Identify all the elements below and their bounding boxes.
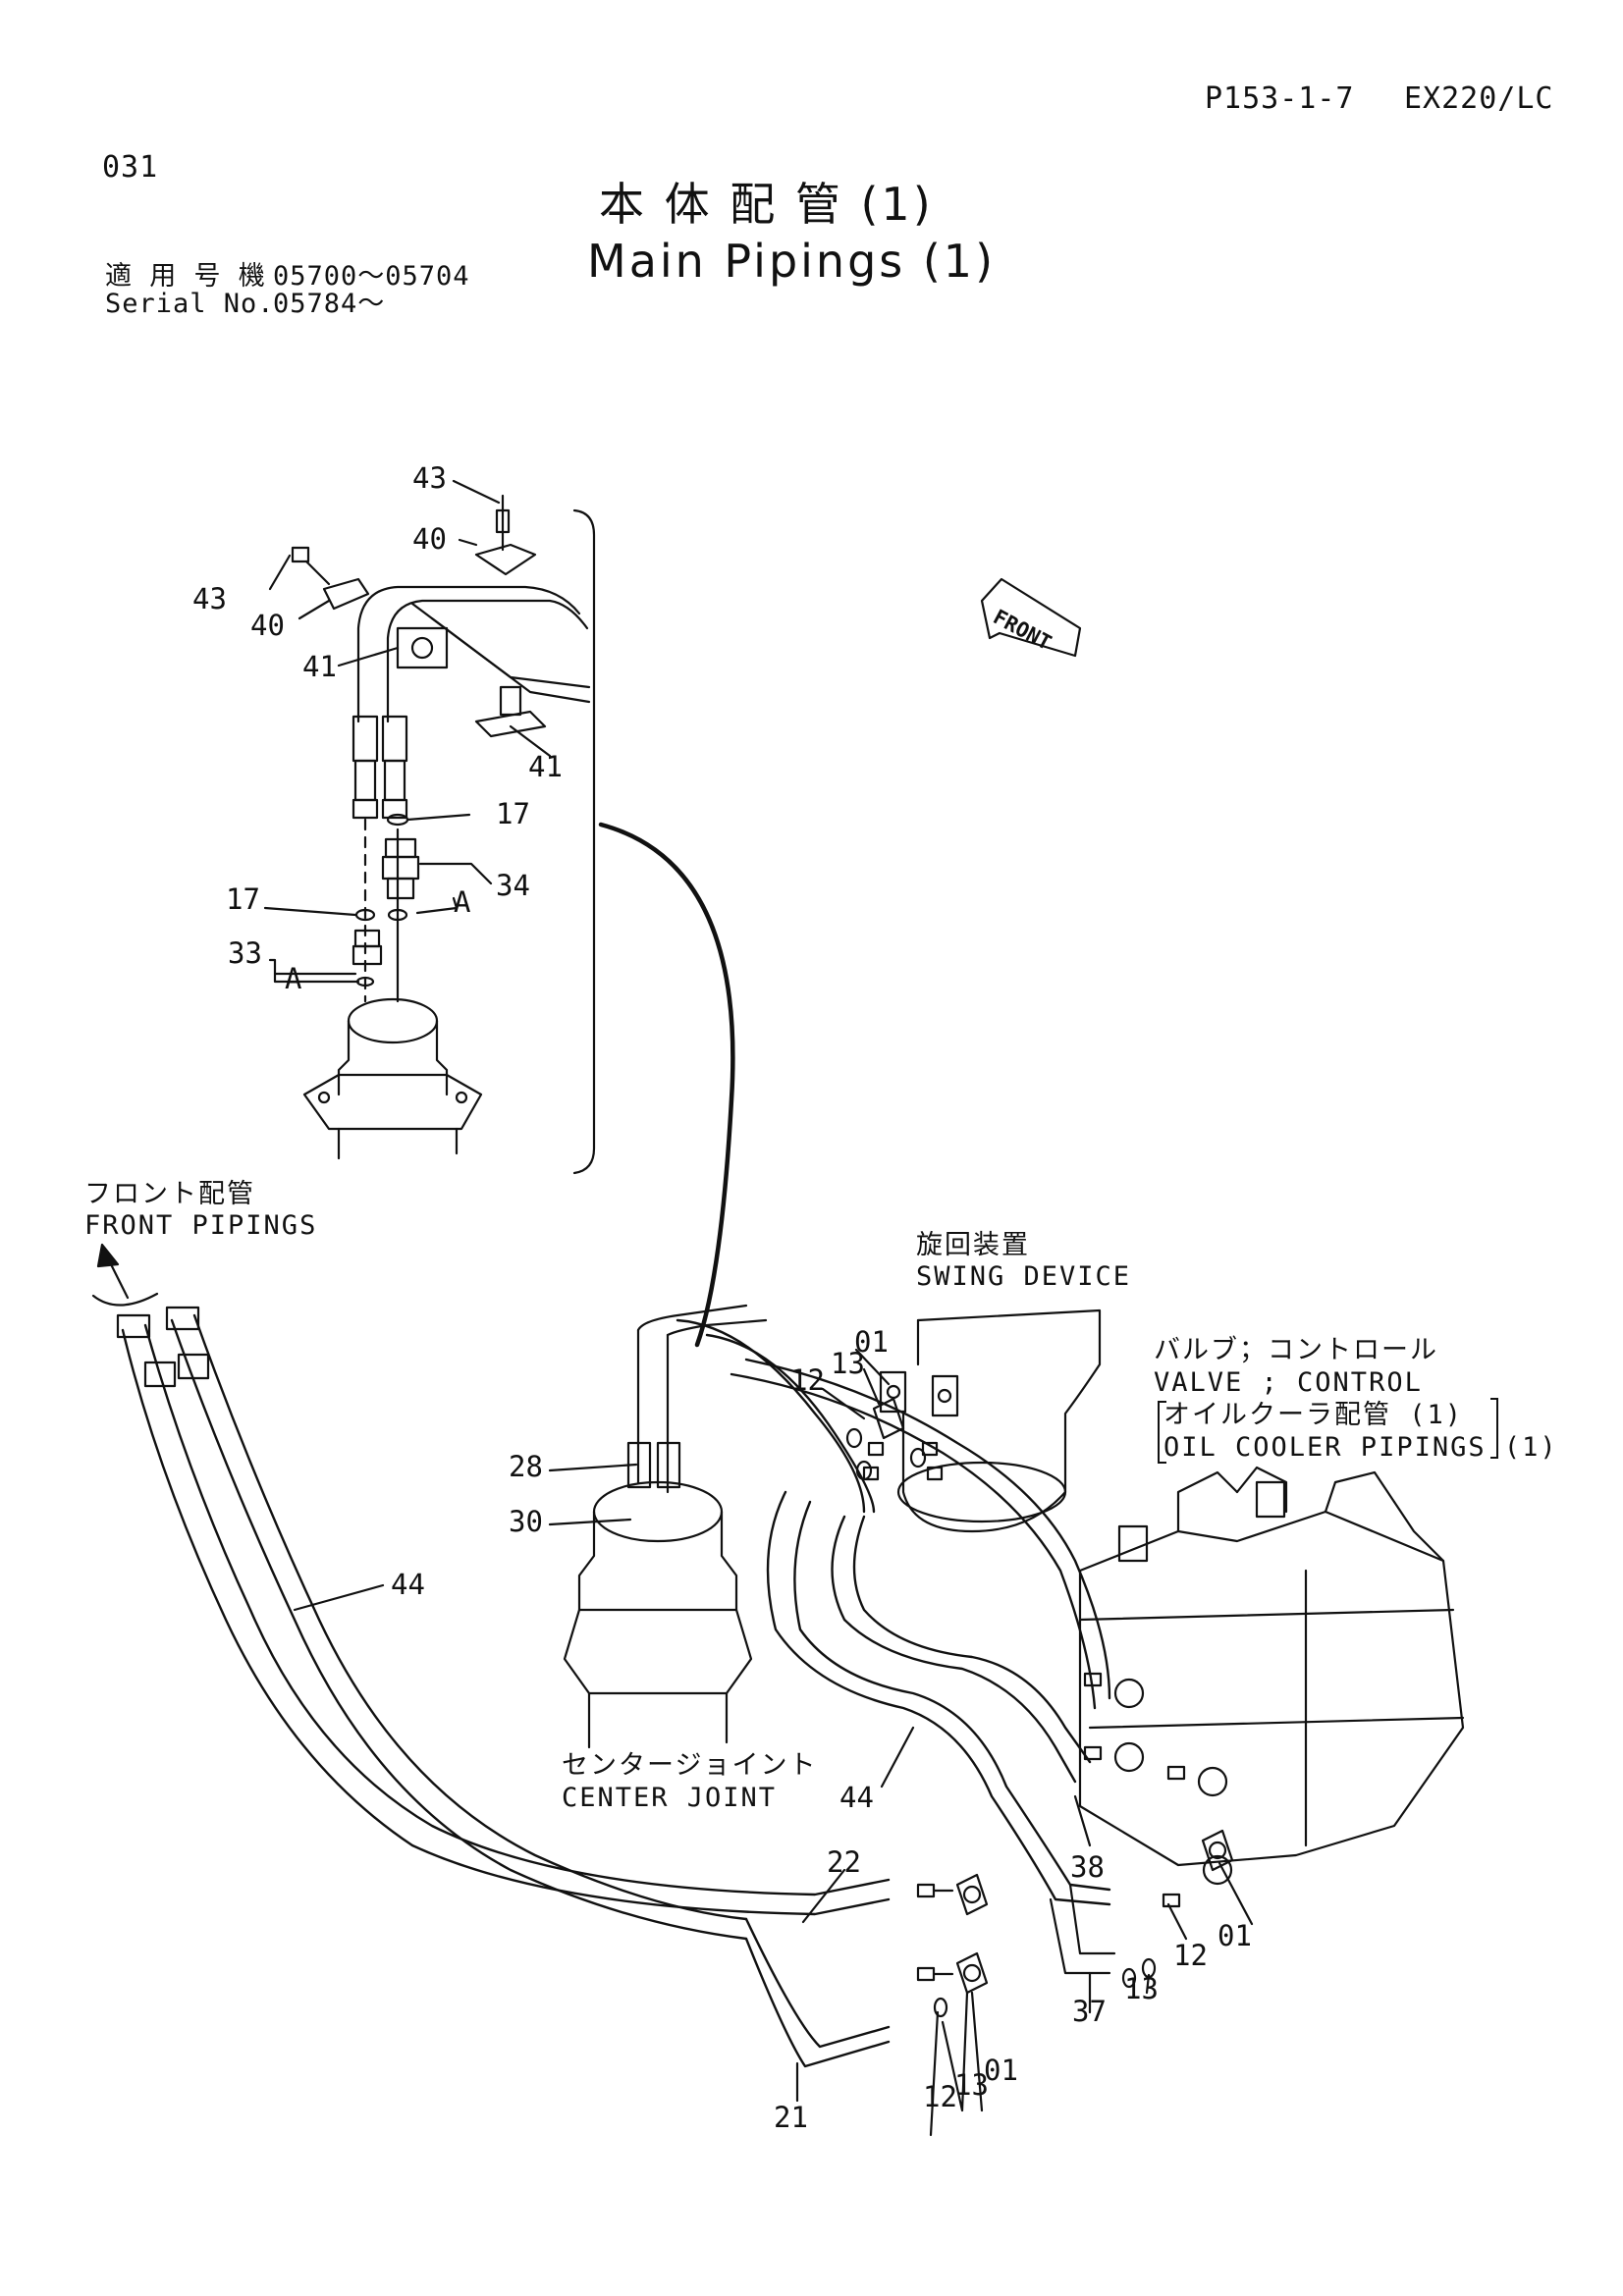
callout-01-valve: 01 <box>1217 1919 1252 1952</box>
callout-33: 33 <box>228 936 262 970</box>
front-pipings-arrow <box>91 1243 159 1307</box>
callout-43-left: 43 <box>192 582 227 615</box>
callout-40-top: 40 <box>412 522 447 556</box>
inset-connector-line <box>598 822 735 1348</box>
title-japanese: 本 体 配 管 (1) <box>599 178 934 231</box>
front-pipings-label: FRONT PIPINGS <box>84 1210 318 1241</box>
swing-device-drawing <box>879 1308 1102 1533</box>
callout-leaders <box>263 479 1254 2137</box>
serial-range-2: 05784～ <box>273 289 386 319</box>
connecting-hoses-drawing <box>676 1318 1116 1975</box>
callout-13-valve: 13 <box>1124 1972 1159 2005</box>
detail-a-label-lower: A <box>285 962 302 995</box>
callout-40-left: 40 <box>250 609 285 642</box>
inset-bracket <box>572 508 596 1175</box>
callout-12-valve: 12 <box>1173 1939 1208 1972</box>
oil-cooler-label-japanese: オイルクーラ配管 (1) <box>1163 1400 1464 1430</box>
serial-label-english: Serial No. <box>105 289 275 319</box>
swing-device-label-japanese: 旋回装置 <box>916 1230 1030 1260</box>
callout-44-front: 44 <box>391 1568 425 1601</box>
callout-13-lower: 13 <box>954 2068 989 2102</box>
control-valve-drawing <box>1078 1466 1465 1886</box>
inset-detail-drawing <box>291 494 596 1175</box>
callout-17-left: 17 <box>226 882 260 916</box>
serial-label-japanese: 適 用 号 機 <box>105 261 266 292</box>
oil-cooler-label: OIL COOLER PIPINGS (1) <box>1163 1432 1558 1463</box>
page-code: P153-1-7 <box>1205 81 1355 116</box>
center-joint-label-japanese: センタージョイント <box>562 1750 818 1781</box>
callout-41-right: 41 <box>528 750 563 783</box>
title-english: Main Pipings (1) <box>587 235 997 288</box>
callout-41-left: 41 <box>302 650 337 683</box>
callout-43-top: 43 <box>412 461 447 495</box>
page-number: 031 <box>102 150 159 185</box>
center-joint-drawing <box>563 1304 768 1749</box>
front-pipings-label-japanese: フロント配管 <box>84 1179 255 1209</box>
control-valve-label-japanese: バルブ；コントロール <box>1154 1335 1438 1365</box>
center-joint-label: CENTER JOINT <box>562 1783 778 1813</box>
control-valve-label: VALVE ; CONTROL <box>1154 1367 1423 1398</box>
detail-a-label-upper: A <box>454 885 471 919</box>
callout-12-swing: 12 <box>790 1363 825 1397</box>
callout-30: 30 <box>509 1505 543 1538</box>
callout-01-lower: 01 <box>984 2054 1018 2087</box>
swing-device-label: SWING DEVICE <box>916 1261 1132 1292</box>
serial-range-1: 05700～05704 <box>273 261 470 292</box>
callout-34: 34 <box>496 869 530 902</box>
callout-01-swing: 01 <box>854 1325 889 1359</box>
model-name: EX220/LC <box>1404 81 1554 116</box>
front-direction-arrow <box>980 577 1082 658</box>
callout-44-center: 44 <box>839 1781 874 1814</box>
callout-13-swing: 13 <box>831 1347 865 1380</box>
front-hoses-drawing <box>116 1306 891 2068</box>
callout-28: 28 <box>509 1450 543 1483</box>
callout-37: 37 <box>1072 1995 1107 2028</box>
callout-21: 21 <box>774 2101 808 2134</box>
callout-12-lower: 12 <box>923 2080 957 2113</box>
callout-38: 38 <box>1070 1850 1105 1884</box>
callout-22: 22 <box>827 1845 861 1879</box>
callout-17-right: 17 <box>496 797 530 830</box>
flange-parts-drawing <box>845 1397 1234 2018</box>
